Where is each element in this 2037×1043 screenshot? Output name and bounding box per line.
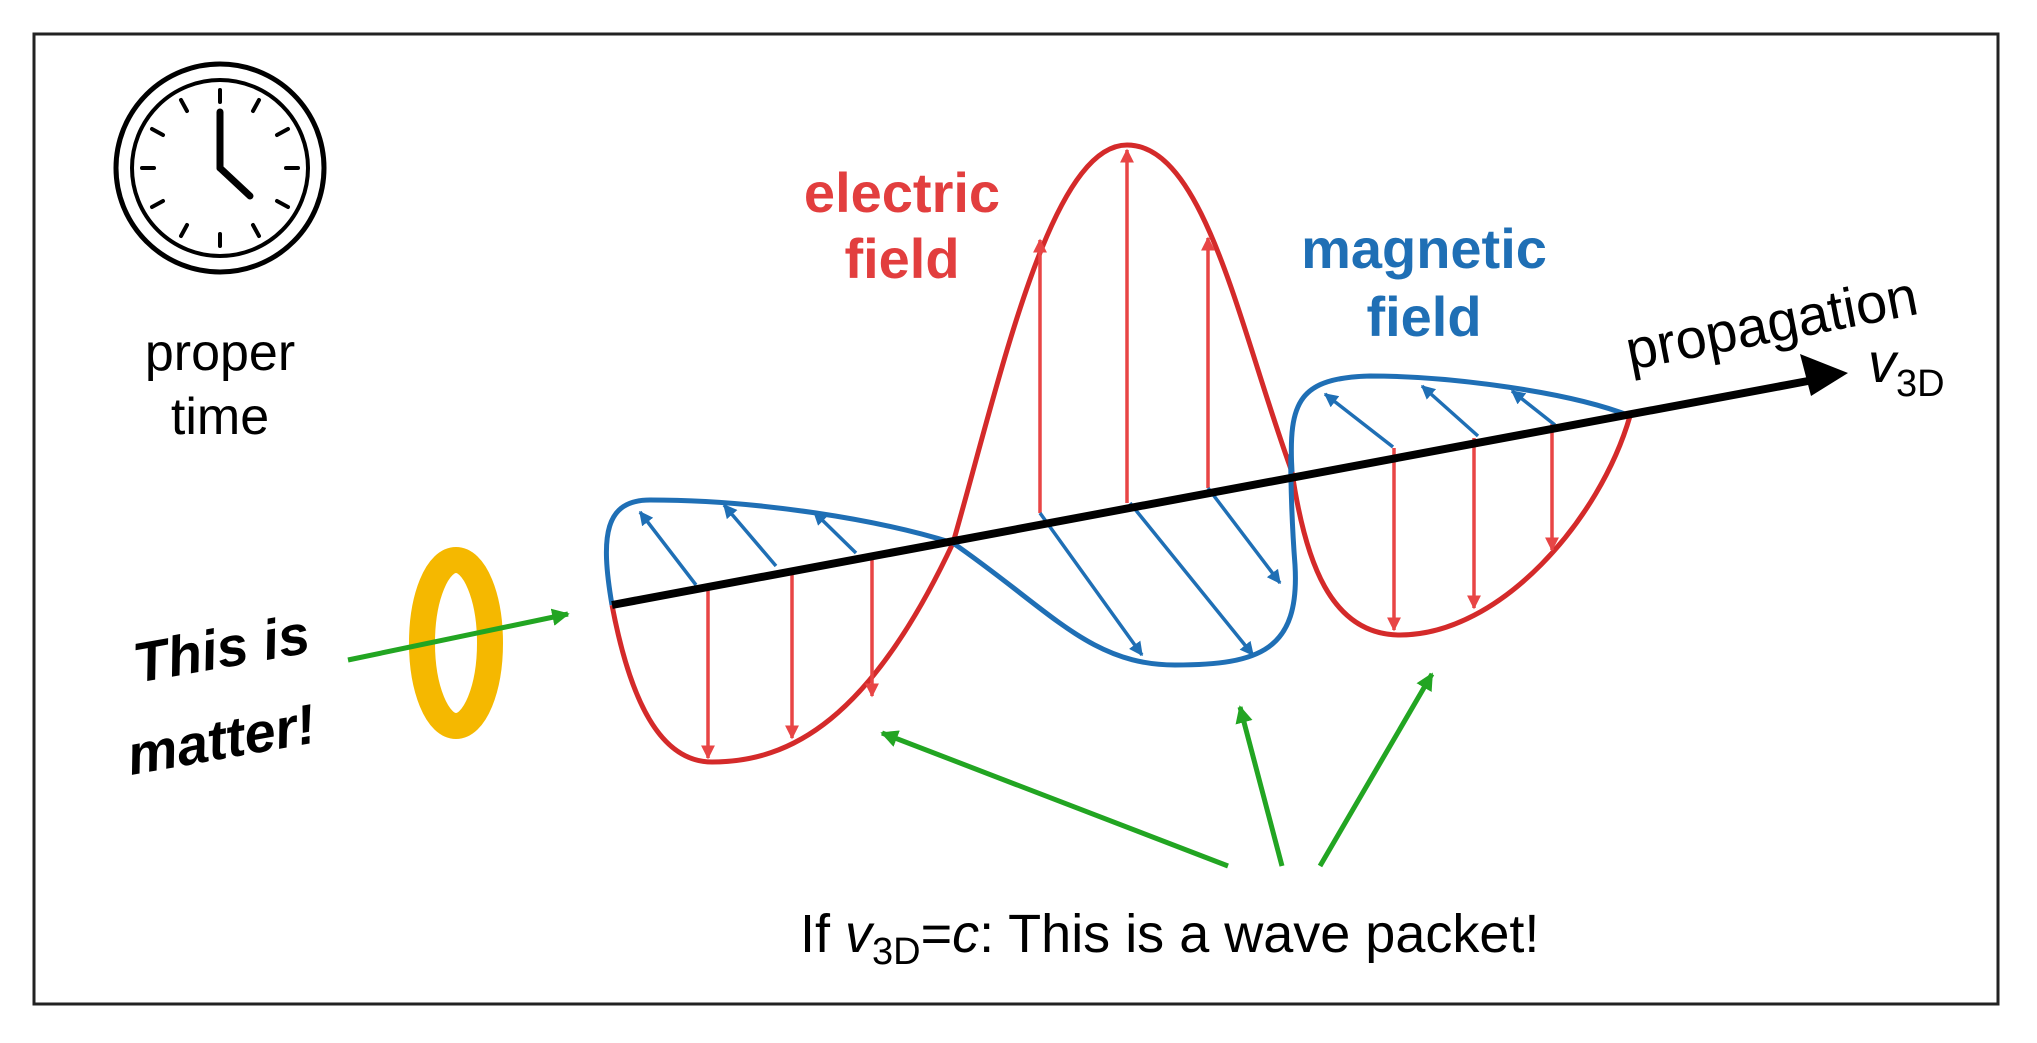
velocity-symbol: v bbox=[1868, 331, 1899, 394]
caption-c: c bbox=[952, 904, 979, 964]
caption-v: v bbox=[845, 904, 875, 964]
clock-icon bbox=[113, 61, 327, 275]
caption-prefix: If bbox=[800, 904, 845, 964]
caption-rest: : This is a wave packet! bbox=[979, 904, 1539, 964]
velocity-subscript: 3D bbox=[1896, 363, 1945, 405]
magnetic-label-line2: field bbox=[1366, 285, 1481, 348]
velocity-label: v3D bbox=[1868, 331, 1945, 405]
electric-label-line1: electric bbox=[804, 161, 1000, 224]
electric-label-line2: field bbox=[844, 227, 959, 290]
magnetic-field-curve bbox=[603, 373, 1631, 668]
electric-field-vectors bbox=[701, 148, 1559, 760]
magnetic-label-line1: magnetic bbox=[1301, 217, 1547, 280]
electric-field-curve bbox=[609, 142, 1633, 765]
caption-eq: = bbox=[921, 904, 953, 964]
wave-packet-pointer-arrows bbox=[880, 672, 1435, 869]
diagram-frame bbox=[32, 32, 2000, 1006]
magnetic-field-vectors bbox=[638, 384, 1557, 657]
matter-pointer-arrow bbox=[347, 608, 570, 663]
wave-packet-caption: If v3D=c: This is a wave packet! bbox=[800, 904, 1539, 973]
caption-sub: 3D bbox=[872, 931, 921, 973]
propagation-axis bbox=[611, 354, 1848, 609]
clock-caption-line2: time bbox=[171, 388, 269, 446]
clock-caption-line1: proper bbox=[145, 324, 295, 382]
